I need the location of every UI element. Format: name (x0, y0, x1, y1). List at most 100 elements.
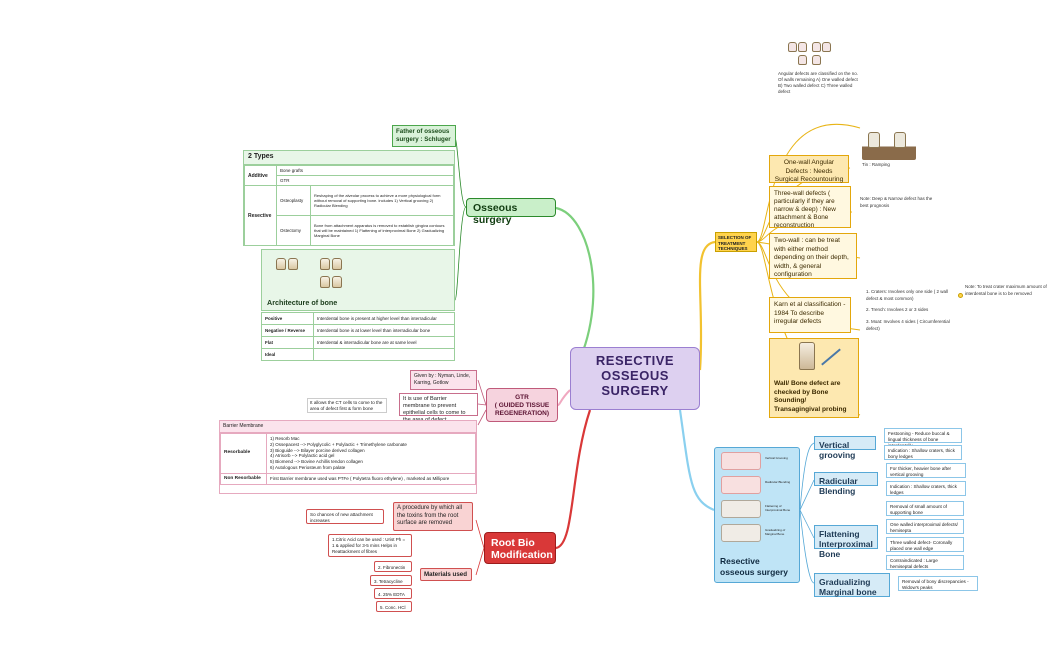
list-item: 6) Autologous Periosteum from palate (270, 464, 346, 470)
wall-bone-defect-node[interactable]: Wall/ Bone defect are checked by Bone So… (769, 338, 859, 418)
tooth-icon (288, 258, 298, 270)
three-wall-note[interactable]: Note: Deep & Narrow defect has the best … (860, 196, 933, 208)
tin-ramping-note[interactable]: Tin : Ramping (862, 162, 890, 167)
tooth-icon (812, 42, 821, 52)
osteoplasty-text: Reshaping of the alveolar process to ach… (310, 185, 454, 216)
table-row: Positive Interdental bone is present at … (261, 312, 455, 325)
ostectomy-label: Ostectomy (276, 215, 311, 246)
step-image-label: Radicular Blending (765, 480, 791, 484)
two-types-panel: 2 Types Additive Bone grafts GTR Resecti… (243, 150, 455, 246)
angular-defects-text[interactable]: Angular defects are classified on the no… (778, 71, 859, 94)
flattening-interproximal-node[interactable]: Flattening Interproximal Bone (814, 525, 878, 559)
barrier-membrane-panel: Barrier Membrane Resorbable 1) Resorb Ma… (219, 420, 477, 494)
central-title-line2: OSSEOUS (601, 368, 669, 383)
tooth-icon (868, 132, 880, 148)
root-bio-modification-node[interactable]: Root Bio Modification (484, 532, 556, 564)
father-line2: surgery : Schluger (396, 136, 451, 143)
one-wall-node[interactable]: One-wall Angular Defects : Needs Surgica… (769, 155, 849, 183)
tooth-icon (798, 55, 807, 65)
rootbio-procedure[interactable]: A procedure by which all the toxins from… (393, 502, 473, 531)
wall-bone-text: Wall/ Bone defect are checked by Bone So… (774, 380, 847, 413)
tooth-icon (276, 258, 286, 270)
resective-steps-image: Vertical Grooving Radicular Blending Fla… (721, 452, 795, 548)
list-item: 5) Biomend --> Bovine Achillis tendon co… (270, 459, 363, 465)
radicular-blending-detail[interactable]: Indication : Shallow craters, thick ledg… (886, 481, 966, 496)
material-item[interactable]: 5. Conc. HCl (376, 601, 412, 612)
flattening-detail[interactable]: One walled interproximal defects/ hemise… (886, 519, 964, 534)
angular-defect-image (788, 42, 842, 68)
karn-item[interactable]: 1. Craters: Involves only one side ( 2 w… (866, 289, 949, 301)
architecture-image (274, 256, 344, 292)
selection-treatment-node[interactable]: SELECTION OF TREATMENT TECHNIQUES (715, 232, 757, 252)
resorbable-list: 1) Resorb Mac 2) Ossepacest --> Polyglyc… (266, 433, 476, 474)
table-row: GTR (245, 175, 454, 186)
gtr-definition[interactable]: It is use of Barrier membrane to prevent… (399, 393, 478, 423)
material-item[interactable]: 2. Fibronectin (374, 561, 412, 572)
architecture-label: Positive (261, 312, 314, 325)
probe-image (779, 342, 849, 380)
gtr-node[interactable]: GTR ( GUIDED TISSUE REGENERATION) (486, 388, 558, 422)
osteoplasty-label: Osteoplasty (276, 185, 311, 216)
gtr-ct-note[interactable]: It allows the CT cells to come to the ar… (307, 398, 387, 413)
gradualizing-marginal-node[interactable]: Gradualizing Marginal bone (814, 573, 890, 597)
vertical-grooving-detail[interactable]: Indication : Shallow craters, thick bony… (884, 445, 962, 460)
vertical-grooving-detail[interactable]: Festooning - Reduce buccal & lingual thi… (884, 428, 962, 448)
barrier-title: Barrier Membrane (220, 421, 476, 433)
tooth-icon (894, 132, 906, 148)
crater-note[interactable]: Note: To treat crater maximum amount of … (965, 284, 1047, 296)
table-row: Negative / Reverse Interdental bone is a… (261, 324, 455, 337)
gtr-label-line2: ( GUIDED TISSUE (494, 402, 550, 409)
material-item[interactable]: 1.Citric Acid can be used : Urist Ph = 1… (328, 534, 412, 557)
table-row: Resective Osteoplasty Reshaping of the a… (244, 185, 454, 246)
gradualizing-detail[interactable]: Removal of bony discrepancies - Widow's … (898, 576, 978, 591)
materials-used-node[interactable]: Materials used (420, 568, 472, 581)
bone-defect-image (862, 130, 916, 160)
radicular-blending-node[interactable]: Radicular Blending (814, 472, 878, 496)
karn-connector-dot (958, 293, 963, 298)
step-image-label: Vertical Grooving (765, 456, 788, 460)
material-item[interactable]: 3. Tetracycline (370, 575, 412, 586)
radicular-blending-detail[interactable]: For thicker, heavier bone after vertical… (886, 463, 966, 478)
flattening-detail[interactable]: Three walled defect- Coronally placed on… (886, 537, 964, 552)
two-wall-node[interactable]: Two-wall : can be treat with either meth… (769, 233, 857, 279)
table-row: Resorbable 1) Resorb Mac 2) Ossepacest -… (220, 433, 476, 474)
resective-title: Resective osseous surgery (720, 556, 788, 578)
architecture-text: Interdental & interradicular bone are at… (313, 336, 455, 349)
vertical-grooving-node[interactable]: Vertical grooving (814, 436, 876, 460)
resective-title-line2: osseous surgery (720, 567, 789, 577)
resective-label: Resective (244, 185, 277, 246)
osseous-surgery-label: Osseous surgery (473, 202, 518, 226)
karn-item[interactable]: 3. Moat: Involves 4 sides ( Circumferent… (866, 319, 950, 331)
flattening-detail[interactable]: Contraindicated : Large hemiseptal defec… (886, 555, 964, 570)
table-row: Ideal (261, 348, 455, 361)
architecture-panel: Architecture of bone (261, 249, 455, 311)
rootbio-chances[interactable]: So chances of new attachment increases (306, 509, 384, 524)
architecture-label: Flat (261, 336, 314, 349)
step-image-row (721, 476, 761, 494)
rootbio-label-line1: Root Bio (491, 537, 535, 549)
karn-item[interactable]: 2. Trench: Involves 2 or 3 sides (866, 307, 929, 312)
gtr-given-by[interactable]: Given by : Nyman, Linde, Karring, Gotlow (410, 370, 477, 390)
three-wall-node[interactable]: Three-wall defects ( particularly if the… (769, 186, 851, 229)
step-image-row (721, 524, 761, 542)
table-row: Flat Interdental & interradicular bone a… (261, 336, 455, 349)
additive-item: Bone grafts (276, 165, 454, 176)
two-types-title: 2 Types (244, 151, 454, 165)
tooth-icon (822, 42, 831, 52)
material-item[interactable]: 4. 25% EDTA (374, 588, 412, 599)
flattening-detail[interactable]: Removal of small amount of supporting bo… (886, 501, 964, 516)
central-title-line3: SURGERY (601, 383, 669, 398)
nonresorbable-label: Non Resorbable (220, 472, 267, 486)
list-item: 3) Bioguide --> Bilayer porcine derived … (270, 447, 365, 453)
tooth-icon (320, 276, 330, 288)
central-topic[interactable]: RESECTIVE OSSEOUS SURGERY (570, 347, 700, 410)
probe-icon (821, 348, 841, 366)
karn-classification-node[interactable]: Karn et al classification - 1984 To desc… (769, 297, 851, 333)
tooth-icon (332, 276, 342, 288)
osseous-surgery-node[interactable]: Osseous surgery (466, 198, 556, 226)
table-row: Additive Bone grafts (244, 165, 454, 186)
resective-osseous-panel[interactable]: Vertical Grooving Radicular Blending Fla… (714, 447, 800, 583)
father-of-osseous-node[interactable]: Father of osseous surgery : Schluger (392, 125, 456, 147)
rootbio-label-line2: Modification (491, 549, 553, 561)
step-image-label: Flattening of Interproximal Bone (765, 504, 791, 512)
